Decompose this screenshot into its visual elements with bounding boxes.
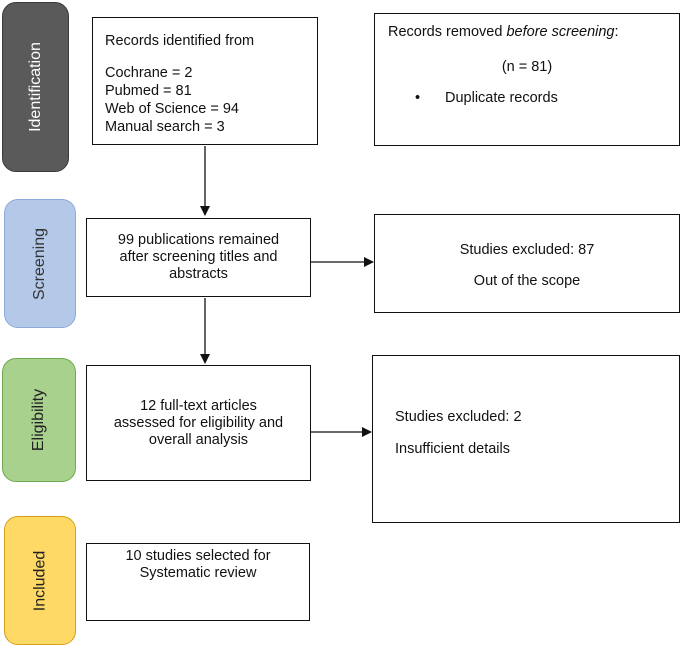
phase-included: Included — [4, 516, 76, 645]
eligibility-line-1: 12 full-text articles — [140, 397, 257, 414]
source-pubmed: Pubmed = 81 — [105, 83, 192, 99]
source-web-of-science: Web of Science = 94 — [105, 101, 239, 117]
bullet-icon: • — [415, 90, 421, 106]
screening-excluded-count: Studies excluded: 87 — [459, 241, 595, 258]
included-line-2: Systematic review — [139, 565, 257, 581]
records-removed-item-label: Duplicate records — [445, 90, 558, 106]
records-removed-item: • Duplicate records — [415, 90, 558, 107]
records-removed-count: (n = 81) — [501, 59, 553, 75]
screening-excluded-box: Studies excluded: 87 Out of the scope — [374, 214, 680, 313]
screening-line-3: abstracts — [169, 266, 228, 282]
screening-line-1: 99 publications remained — [117, 232, 280, 248]
records-identified-box: Records identified from Cochrane = 2 Pub… — [92, 17, 318, 145]
screening-box: 99 publications remained after screening… — [86, 218, 311, 297]
records-removed-box: Records removed before screening: (n = 8… — [374, 13, 680, 146]
screening-line-2: after screening titles and — [119, 249, 278, 265]
eligibility-excluded-reason: Insufficient details — [395, 441, 510, 457]
included-box: 10 studies selected for Systematic revie… — [86, 543, 310, 621]
eligibility-excluded-box: Studies excluded: 2 Insufficient details — [372, 355, 680, 523]
phase-eligibility: Eligibility — [2, 358, 76, 482]
records-identified-title: Records identified from — [105, 33, 255, 49]
screening-excluded-reason: Out of the scope — [473, 272, 581, 289]
phase-screening: Screening — [4, 199, 76, 328]
source-manual-search: Manual search = 3 — [105, 119, 225, 135]
records-removed-title-emph: before screening — [506, 24, 615, 40]
eligibility-box: 12 full-text articles assessed for eligi… — [86, 365, 311, 481]
eligibility-line-3: overall analysis — [148, 431, 249, 448]
eligibility-line-2: assessed for eligibility and — [113, 414, 284, 431]
records-removed-title-prefix: Records removed — [388, 24, 507, 40]
records-removed-title: Records removed before screening: — [388, 24, 619, 41]
included-line-1: 10 studies selected for — [125, 548, 271, 564]
phase-identification: Identification — [2, 2, 69, 172]
source-cochrane: Cochrane = 2 — [105, 65, 193, 81]
records-removed-title-suffix: : — [614, 24, 619, 40]
eligibility-excluded-count: Studies excluded: 2 — [395, 409, 522, 425]
